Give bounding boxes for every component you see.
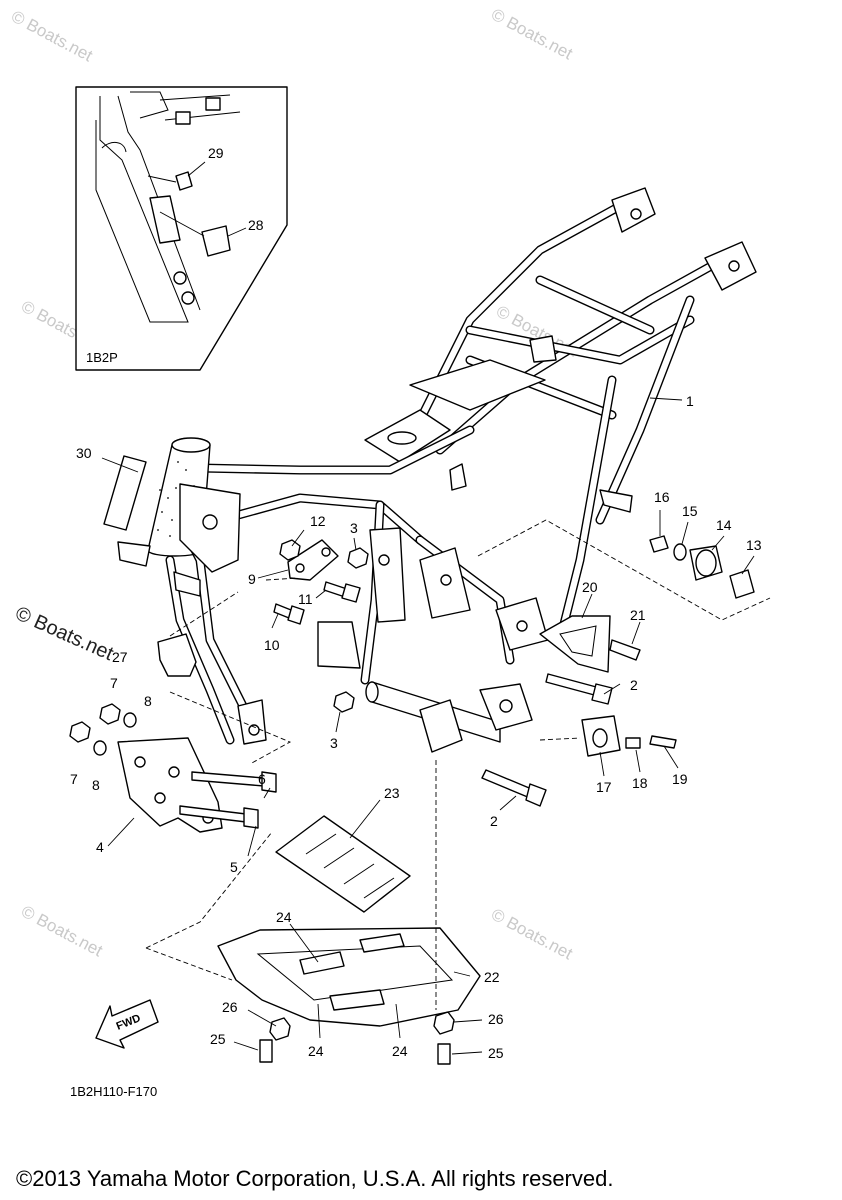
callout-7: 7 [70,771,78,787]
inset-detail [75,86,288,371]
callout-24: 24 [308,1043,324,1059]
part-24-pad [299,951,345,975]
part-3-nut [347,547,369,569]
part-23-plate [275,815,411,913]
callout-27: 27 [112,649,128,665]
callout-29: 29 [208,145,224,161]
callout-1: 1 [686,393,694,409]
callout-25: 25 [488,1045,504,1061]
main-frame [117,187,757,753]
callout-24: 24 [392,1043,408,1059]
part-25-bolt [259,1039,273,1063]
part-16-bolt [649,535,669,553]
part-24-pad [359,933,405,953]
part-26-nut [269,1017,291,1041]
callout-2: 2 [490,813,498,829]
part-12-nut [279,539,301,561]
callout-9: 9 [248,571,256,587]
callout-7: 7 [110,675,118,691]
callout-3: 3 [330,735,338,751]
callout-17: 17 [596,779,612,795]
assembly-lines [145,519,771,1010]
callout-26: 26 [222,999,238,1015]
part-19-bolt [649,735,677,749]
callout-labels: 1 2 2 3 3 4 5 6 7 7 8 8 9 10 11 12 13 14… [70,145,762,1061]
callout-20: 20 [582,579,598,595]
part-27-bracket [157,633,197,677]
callout-19: 19 [672,771,688,787]
leader-lines [101,397,755,1055]
callout-26: 26 [488,1011,504,1027]
part-7-nut [69,721,91,743]
fwd-arrow-icon: FWD [95,999,159,1049]
part-28-pad [201,225,231,257]
loose-parts [69,535,755,1065]
part-26-nut [433,1011,455,1035]
part-29-pad [175,171,193,191]
part-2-bolt [545,673,601,697]
callout-10: 10 [264,637,280,653]
callout-28: 28 [248,217,264,233]
diagram-code: 1B2H110-F170 [70,1084,157,1099]
callout-24: 24 [276,909,292,925]
callout-18: 18 [632,775,648,791]
part-8-washer [123,712,137,728]
callout-30: 30 [76,445,92,461]
part-2-bolt [481,769,535,799]
watermark: © Boats.net [8,7,96,66]
callout-23: 23 [384,785,400,801]
part-22-skid-plate [217,927,481,1027]
part-21-bolt [609,639,641,661]
callout-13: 13 [746,537,762,553]
part-18-collar [625,737,641,749]
callout-21: 21 [630,607,646,623]
callout-16: 16 [654,489,670,505]
callout-3: 3 [350,520,358,536]
part-25-bolt [437,1043,451,1065]
callout-2: 2 [630,677,638,693]
part-3-nut [333,691,355,713]
inset-code: 1B2P [86,350,118,365]
watermark: © Boats.net [12,602,117,665]
part-7-nut [99,703,121,725]
part-13-collar [729,569,755,599]
callout-6: 6 [258,771,266,787]
callout-5: 5 [230,859,238,875]
head-tube-texture [157,461,195,537]
part-30-label-sticker [103,455,147,531]
copyright-notice: ©2013 Yamaha Motor Corporation, U.S.A. A… [16,1166,613,1191]
callout-11: 11 [298,591,313,607]
callout-14: 14 [716,517,732,533]
callout-8: 8 [92,777,100,793]
callout-15: 15 [682,503,698,519]
part-15-washer [673,543,687,561]
watermark: © Boats.net [18,902,106,961]
part-20-bracket [539,615,611,673]
watermark: © Boats.net [488,5,576,64]
callout-8: 8 [144,693,152,709]
callout-25: 25 [210,1031,226,1047]
callout-12: 12 [310,513,326,529]
callout-4: 4 [96,839,104,855]
watermark: © Boats.net [488,905,576,964]
part-24-pad [329,989,385,1011]
inset-border [75,86,288,371]
part-8-washer [93,740,107,756]
callout-22: 22 [484,969,500,985]
